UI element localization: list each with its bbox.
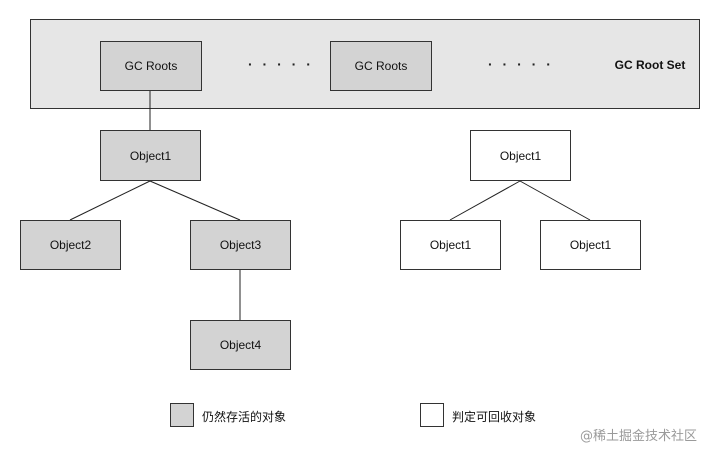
dead-object-right-node: Object1 [540,220,641,270]
dead-object-parent-node: Object1 [470,130,571,181]
dead-object-left-node: Object1 [400,220,501,270]
gc-roots-node-1: GC Roots [100,41,202,91]
ellipsis-1: · · · · · [248,56,314,72]
live-object2-node: Object2 [20,220,121,270]
edge-dead-right [519,180,591,221]
gc-root-set-label: GC Root Set [614,58,686,72]
ellipsis-2: · · · · · [488,56,554,72]
edge-dead-left [449,180,521,221]
watermark-text: @稀土掘金技术社区 [580,429,698,444]
legend-alive-swatch [170,403,194,427]
live-object4-node: Object4 [190,320,291,370]
edge-object1-object2 [69,180,151,221]
gc-roots-node-2: GC Roots [330,41,432,91]
legend-alive-label: 仍然存活的对象 [202,410,287,424]
legend-reclaimable-label: 判定可回收对象 [452,410,537,424]
live-object3-node: Object3 [190,220,291,270]
edge-object1-object3 [149,180,241,221]
live-object1-node: Object1 [100,130,201,181]
legend-reclaimable-swatch [420,403,444,427]
